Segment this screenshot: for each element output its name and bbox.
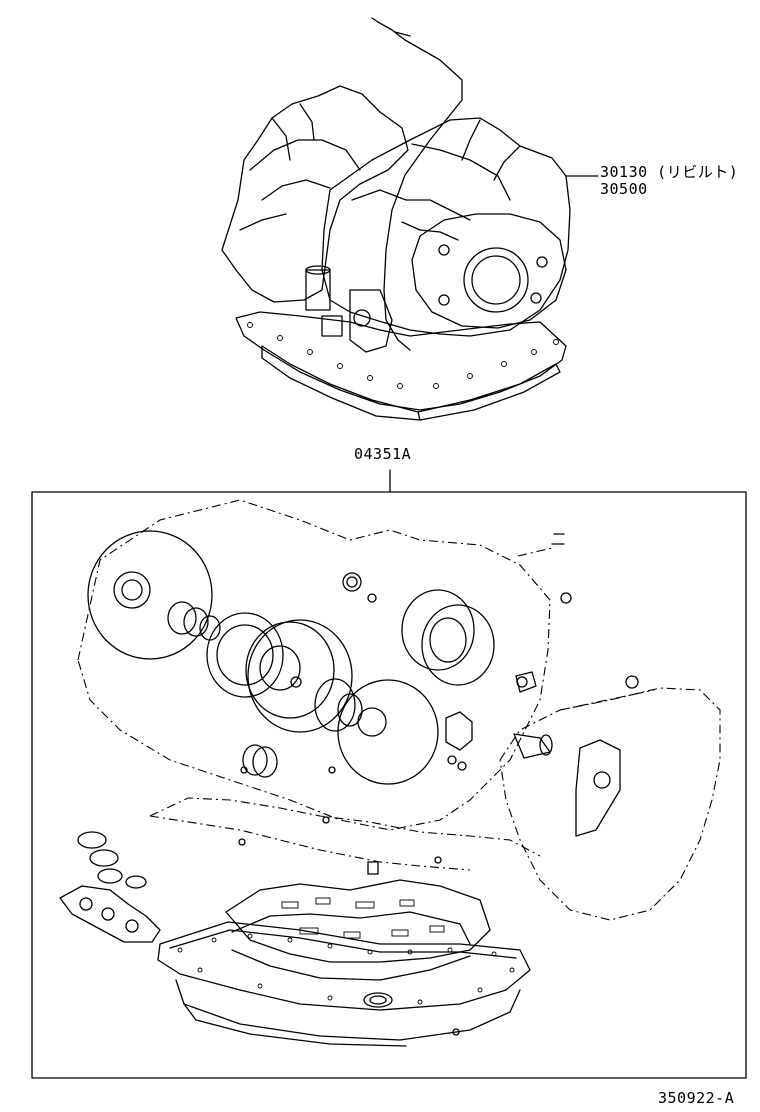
exploded-parts-drawing [59,499,721,1047]
callout-gasket-kit: 04351A [354,445,412,463]
callout-assembly-rebuilt: 30130 (リビルト) [600,163,739,181]
transaxle-assembly-drawing [221,17,599,421]
gasket-kit-frame [31,491,747,1079]
figure-code: 350922-A [658,1089,735,1107]
callout-assembly: 30500 [600,180,648,198]
